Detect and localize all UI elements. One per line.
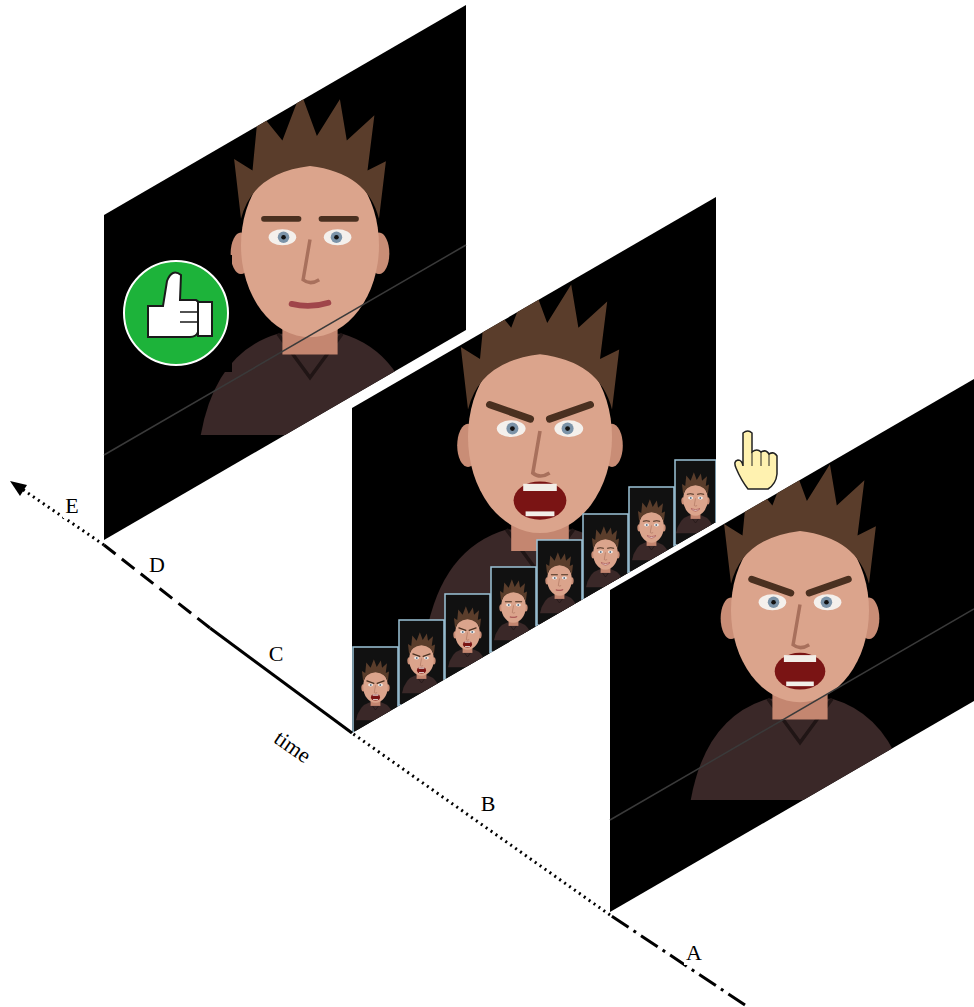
axis-arrowhead	[10, 481, 27, 496]
axis-label: A	[684, 941, 704, 965]
panel-stimulus	[610, 379, 974, 912]
axis-label: D	[147, 553, 167, 577]
axis-label: E	[63, 494, 80, 518]
hand-cursor	[735, 431, 777, 489]
axis-label: time	[268, 725, 317, 769]
time-axis	[22, 489, 745, 1005]
axis-label: B	[479, 792, 498, 816]
axis-label: C	[267, 642, 286, 666]
